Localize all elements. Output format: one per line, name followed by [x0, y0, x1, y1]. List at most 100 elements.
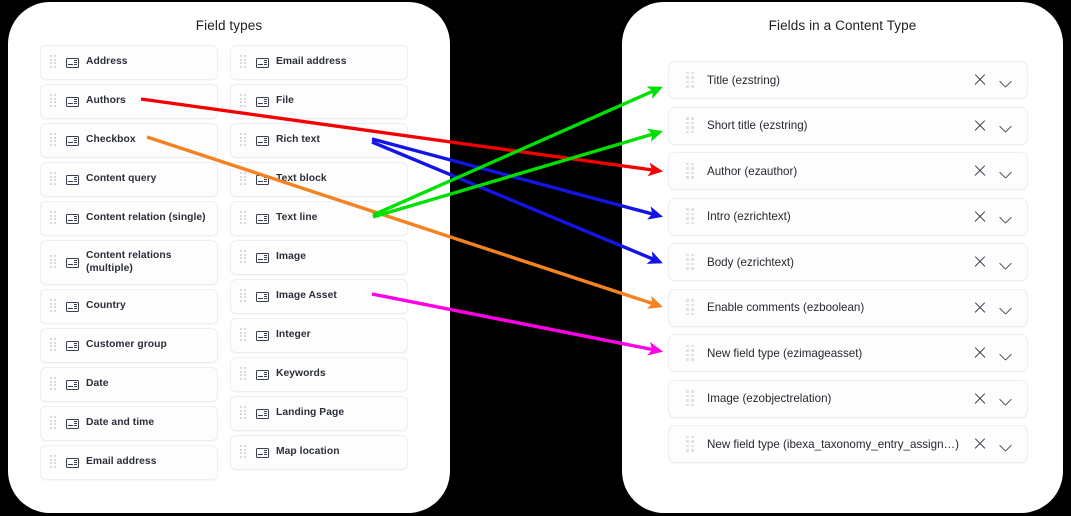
drag-handle-icon[interactable] — [240, 94, 247, 109]
content-type-field-actions — [973, 255, 1013, 269]
close-icon[interactable] — [973, 73, 987, 87]
chevron-down-icon[interactable] — [999, 255, 1013, 269]
content-type-field-label: Body (ezrichtext) — [707, 255, 794, 269]
chevron-down-icon[interactable] — [999, 73, 1013, 87]
drag-handle-icon[interactable] — [686, 71, 695, 89]
drag-handle-icon[interactable] — [240, 133, 247, 148]
drag-handle-icon[interactable] — [50, 299, 57, 314]
drag-handle-icon[interactable] — [686, 435, 695, 453]
field-type-icon — [66, 457, 79, 468]
field-type-chip[interactable]: Email address — [230, 45, 408, 80]
field-type-icon — [256, 57, 269, 68]
drag-handle-icon[interactable] — [686, 253, 695, 271]
drag-handle-icon[interactable] — [50, 172, 57, 187]
content-type-fields-panel: Fields in a Content Type Title (ezstring… — [622, 2, 1063, 513]
field-type-label: Date and time — [86, 417, 155, 429]
field-type-chip[interactable]: Keywords — [230, 357, 408, 392]
drag-handle-icon[interactable] — [50, 55, 57, 70]
chevron-down-icon[interactable] — [999, 210, 1013, 224]
content-type-field-label: Enable comments (ezboolean) — [707, 301, 865, 314]
drag-handle-icon[interactable] — [50, 338, 57, 353]
content-type-field-row[interactable]: Body (ezrichtext) — [668, 243, 1028, 281]
drag-handle-icon[interactable] — [240, 367, 247, 382]
field-type-icon — [66, 174, 79, 185]
chevron-down-icon[interactable] — [999, 301, 1013, 315]
drag-handle-icon[interactable] — [240, 55, 247, 70]
drag-handle-icon[interactable] — [240, 289, 247, 304]
chevron-down-icon[interactable] — [999, 392, 1013, 406]
field-type-chip[interactable]: Map location — [230, 435, 408, 470]
content-type-fields-title: Fields in a Content Type — [768, 18, 917, 33]
close-icon[interactable] — [973, 119, 987, 133]
drag-handle-icon[interactable] — [240, 328, 247, 343]
drag-handle-icon[interactable] — [686, 117, 695, 134]
field-type-chip[interactable]: Checkbox — [40, 123, 218, 158]
chevron-down-icon[interactable] — [999, 164, 1013, 178]
field-type-chip[interactable]: Image Asset — [230, 279, 408, 314]
drag-handle-icon[interactable] — [50, 94, 57, 109]
field-type-chip[interactable]: Image — [230, 240, 408, 275]
content-type-field-label: New field type (ezimageasset) — [707, 346, 863, 360]
field-type-icon — [256, 330, 269, 341]
field-type-icon — [66, 96, 79, 107]
content-type-field-row[interactable]: Enable comments (ezboolean) — [668, 288, 1028, 327]
field-type-label: Date — [86, 378, 109, 390]
drag-handle-icon[interactable] — [686, 162, 695, 180]
field-type-chip[interactable]: Content relation (single) — [40, 201, 218, 236]
field-type-chip[interactable]: Date and time — [40, 406, 218, 441]
content-type-field-row[interactable]: Title (ezstring) — [668, 61, 1028, 99]
content-type-field-row[interactable]: New field type (ezimageasset) — [668, 334, 1028, 372]
field-type-chip[interactable]: Text block — [230, 162, 408, 197]
drag-handle-icon[interactable] — [686, 208, 695, 225]
drag-handle-icon[interactable] — [50, 255, 57, 270]
content-type-field-row[interactable]: Author (ezauthor) — [668, 152, 1028, 190]
field-type-chip[interactable]: Country — [40, 289, 218, 324]
drag-handle-icon[interactable] — [240, 445, 247, 460]
close-icon[interactable] — [973, 164, 987, 178]
field-type-chip[interactable]: Address — [40, 45, 218, 80]
drag-handle-icon[interactable] — [50, 455, 57, 470]
close-icon[interactable] — [973, 392, 987, 406]
content-type-field-row[interactable]: Intro (ezrichtext) — [668, 197, 1028, 236]
drag-handle-icon[interactable] — [240, 172, 247, 187]
chevron-down-icon[interactable] — [999, 437, 1013, 451]
drag-handle-icon[interactable] — [240, 250, 247, 265]
close-icon[interactable] — [973, 437, 987, 451]
content-type-field-row[interactable]: Short title (ezstring) — [668, 106, 1028, 145]
field-type-chip[interactable]: Landing Page — [230, 396, 408, 431]
field-type-chip[interactable]: Text line — [230, 201, 408, 236]
field-type-label: Content query — [86, 173, 157, 185]
field-type-chip[interactable]: Rich text — [230, 123, 408, 158]
content-type-field-row[interactable]: New field type (ibexa_taxonomy_entry_ass… — [668, 425, 1028, 463]
drag-handle-icon[interactable] — [50, 133, 57, 148]
field-type-chip[interactable]: Customer group — [40, 328, 218, 363]
field-type-chip[interactable]: Content query — [40, 162, 218, 197]
drag-handle-icon[interactable] — [240, 406, 247, 421]
drag-handle-icon[interactable] — [686, 299, 695, 316]
field-type-icon — [256, 135, 269, 146]
close-icon[interactable] — [973, 210, 987, 224]
close-icon[interactable] — [973, 255, 987, 269]
chevron-down-icon[interactable] — [999, 346, 1013, 360]
drag-handle-icon[interactable] — [50, 416, 57, 431]
drag-handle-icon[interactable] — [686, 390, 695, 407]
field-type-chip[interactable]: Email address — [40, 445, 218, 480]
field-type-chip[interactable]: Integer — [230, 318, 408, 353]
content-type-field-row[interactable]: Image (ezobjectrelation) — [668, 379, 1028, 418]
chevron-down-icon[interactable] — [999, 119, 1013, 133]
field-type-icon — [256, 447, 269, 458]
close-icon[interactable] — [973, 346, 987, 360]
field-type-chip[interactable]: Date — [40, 367, 218, 402]
close-icon[interactable] — [973, 301, 987, 315]
content-type-field-label: New field type (ibexa_taxonomy_entry_ass… — [707, 437, 959, 451]
field-type-label: Integer — [276, 329, 311, 341]
drag-handle-icon[interactable] — [240, 211, 247, 226]
field-type-label: Map location — [276, 446, 340, 458]
drag-handle-icon[interactable] — [50, 377, 57, 392]
field-type-chip[interactable]: Content relations (multiple) — [40, 240, 218, 285]
drag-handle-icon[interactable] — [50, 211, 57, 226]
drag-handle-icon[interactable] — [686, 344, 695, 362]
field-type-chip[interactable]: File — [230, 84, 408, 119]
field-type-chip[interactable]: Authors — [40, 84, 218, 119]
